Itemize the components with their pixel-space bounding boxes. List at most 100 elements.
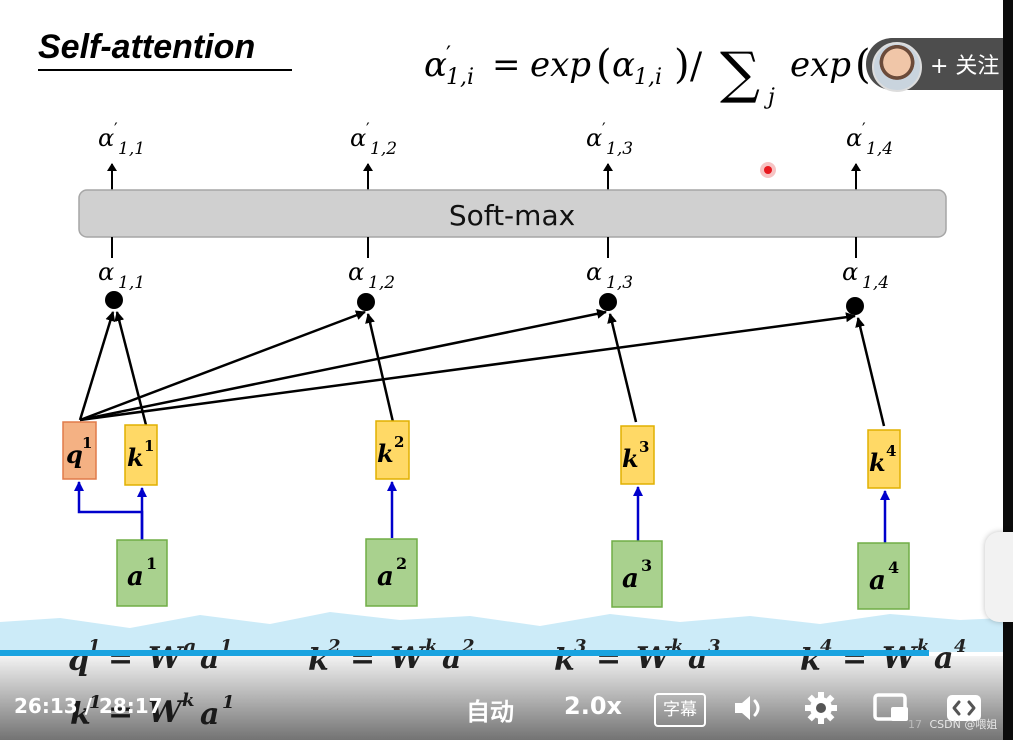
alpha-1-2: α 1,2 [348,258,395,293]
softmax-output-arrows [107,163,861,190]
key-box-k3: k 3 [620,425,655,485]
svg-text:Soft-max: Soft-max [449,199,575,232]
svg-text:∑: ∑ [720,41,760,106]
query-box-q1: q 1 [62,421,97,480]
svg-text:α: α [98,258,114,286]
svg-text:1: 1 [89,692,102,713]
svg-text:=: = [108,695,133,730]
svg-text:exp: exp [790,45,851,85]
playback-speed-button[interactable]: 2.0x [564,692,622,720]
svg-text:α: α [348,258,364,286]
svg-text:(: ( [596,42,612,88]
svg-text:′: ′ [446,43,451,68]
svg-text:W: W [148,695,185,730]
equation-k1: k 1 = W k a 1 [70,690,235,732]
side-panel-handle[interactable] [985,532,1013,622]
svg-text:4: 4 [954,636,967,657]
svg-text:a: a [127,562,144,592]
dot-node-3 [599,293,617,311]
attention-arrows [78,308,886,427]
svg-text:′: ′ [366,119,370,138]
svg-text:a: a [377,562,394,592]
progress-preview-strip [0,612,1003,652]
watermark-text: CSDN @喂姐 [929,718,998,731]
svg-text:k: k [70,697,91,732]
laser-pointer-dot [760,162,776,178]
key-box-k1: k 1 [124,424,158,486]
svg-text:1: 1 [144,437,154,455]
autoplay-button[interactable]: 自动 [466,698,514,726]
picture-in-picture-icon [873,693,908,721]
key-box-k4: k 4 [867,429,901,489]
window-edge [1003,0,1013,740]
svg-text:′: ′ [602,119,606,138]
fullscreen-button[interactable] [945,692,983,728]
svg-text:1,i: 1,i [446,65,474,90]
svg-text:3: 3 [639,438,649,456]
softmax-box: Soft-max [78,189,947,238]
svg-text:1: 1 [146,554,157,573]
input-box-a3: a 3 [611,540,663,608]
dot-node-4 [846,297,864,315]
svg-text:3: 3 [641,556,652,575]
svg-text:1,i: 1,i [634,65,662,90]
subtitles-button[interactable]: 字幕 [654,693,706,727]
key-box-k2: k 2 [375,420,410,480]
time-display: 26:13 / 28:17 [14,694,163,718]
svg-text:k: k [622,444,639,473]
svg-text:exp: exp [530,45,591,85]
picture-in-picture-button[interactable] [873,692,911,728]
svg-text:k: k [127,443,144,472]
svg-text:k: k [869,448,886,477]
softmax-input-lines [111,237,857,258]
input-box-a1: a 1 [116,539,168,607]
dot-product-nodes [105,291,864,315]
svg-text:j: j [763,85,775,110]
input-box-a2: a 2 [365,538,418,607]
svg-text:α: α [586,124,602,152]
settings-gear-icon [805,692,837,724]
svg-text:=: = [492,45,521,85]
svg-text:2: 2 [394,433,404,451]
alpha-prime-1-2: α ′ 1,2 [350,119,397,159]
svg-text:1,1: 1,1 [118,273,145,293]
svg-text:k: k [182,690,194,711]
svg-text:1: 1 [222,692,235,713]
alpha-prime-1-1: α ′ 1,1 [98,119,145,159]
svg-text:q: q [66,440,83,469]
svg-text:α: α [612,45,635,85]
softmax-formula: α ′ 1,i = exp ( α 1,i ) / ∑ j exp ( j ) [424,41,956,110]
current-time: 26:13 [14,694,78,718]
svg-text:1,2: 1,2 [368,273,395,293]
alpha-1-1: α 1,1 [98,258,145,293]
alpha-prime-1-3: α ′ 1,3 [586,119,633,159]
svg-text:1,3: 1,3 [606,273,633,293]
fullscreen-icon [947,695,981,721]
csdn-watermark: 17 CSDN @喂姐 [908,716,997,732]
svg-text:′: ′ [862,119,866,138]
time-separator: / [84,694,92,718]
svg-text:): ) [674,42,690,88]
player-control-bar [0,656,1003,740]
svg-text:(: ( [855,42,871,88]
uploader-avatar[interactable] [872,42,922,92]
svg-text:1,3: 1,3 [606,139,633,159]
alpha-1-3: α 1,3 [586,258,633,293]
projection-arrows [74,481,890,543]
svg-text:4: 4 [888,558,899,577]
svg-text:2: 2 [396,554,407,573]
svg-text:1: 1 [82,434,92,452]
svg-text:α: α [98,124,114,152]
page-number: 17 [908,718,922,731]
svg-text:α: α [846,124,862,152]
svg-text:α: α [350,124,366,152]
svg-text:1,2: 1,2 [370,139,397,159]
settings-button[interactable] [803,690,839,730]
volume-button[interactable] [733,692,767,728]
dot-node-2 [357,293,375,311]
video-progress-bar[interactable] [0,650,929,656]
follow-label: + 关注 [930,54,1000,79]
dot-node-1 [105,291,123,309]
alpha-prime-1-4: α ′ 1,4 [846,119,893,159]
